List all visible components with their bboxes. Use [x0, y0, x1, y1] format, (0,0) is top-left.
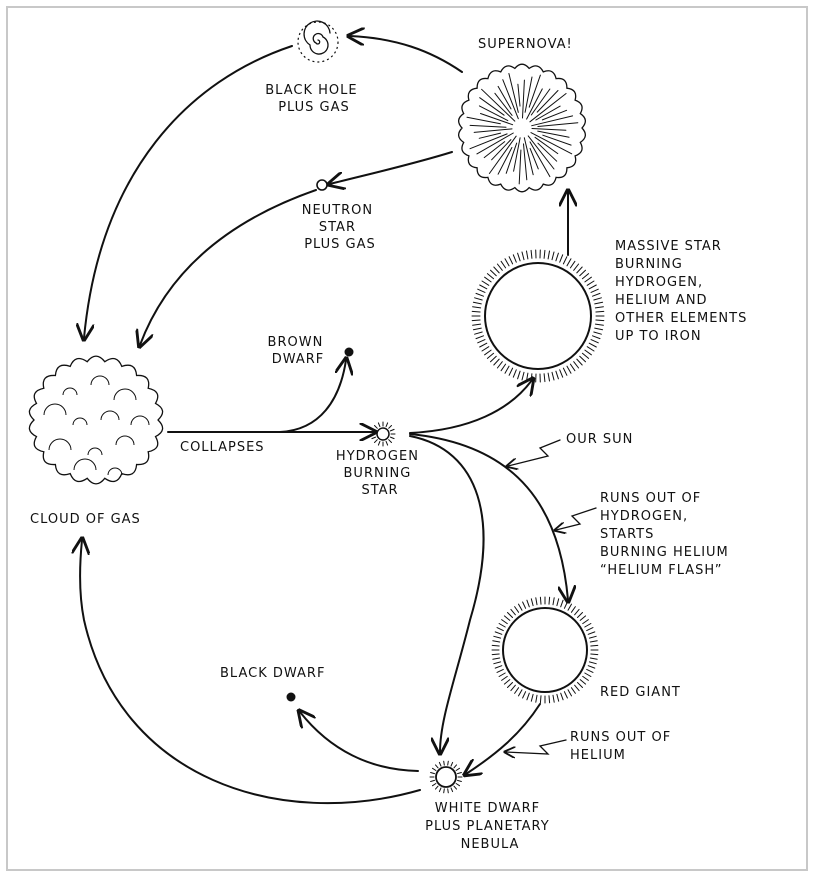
arrow-to-white-dwarf: [410, 436, 484, 752]
label-collapses: COLLAPSES: [180, 440, 265, 455]
arrow-to-brown-dwarf: [280, 360, 346, 432]
label-brown-dwarf: BROWN DWARF: [268, 335, 329, 367]
leader-runs-out-hydrogen: [556, 508, 596, 530]
label-white-dwarf: WHITE DWARF PLUS PLANETARY NEBULA: [425, 801, 555, 852]
arrow-white-dwarf-to-black-dwarf: [300, 712, 418, 771]
arrow-supernova-to-black-hole: [350, 36, 462, 72]
cloud-of-gas-icon: [29, 356, 162, 484]
label-supernova: SUPERNOVA!: [478, 37, 573, 52]
white-dwarf-icon: [430, 761, 462, 793]
hydrogen-burning-star-icon: [371, 422, 395, 446]
arrow-to-massive-star: [410, 380, 532, 433]
label-runs-out-hydrogen: RUNS OUT OF HYDROGEN, STARTS BURNING HEL…: [600, 491, 734, 578]
red-giant-icon: [492, 597, 598, 703]
label-cloud-of-gas: CLOUD OF GAS: [30, 512, 141, 527]
label-runs-out-helium: RUNS OUT OF HELIUM: [570, 730, 676, 763]
massive-star-icon: [472, 250, 604, 382]
brown-dwarf-dot-icon: [345, 348, 354, 357]
label-red-giant: RED GIANT: [600, 685, 681, 700]
arrow-black-hole-to-cloud: [84, 46, 292, 338]
leader-our-sun: [508, 440, 560, 466]
neutron-star-icon: [317, 180, 327, 190]
black-dwarf-dot-icon: [287, 693, 296, 702]
label-black-hole: BLACK HOLE PLUS GAS: [265, 83, 362, 115]
label-hydrogen-star: HYDROGEN BURNING STAR: [336, 449, 424, 498]
label-neutron-star: NEUTRON STAR PLUS GAS: [302, 203, 379, 252]
arrow-to-red-giant: [410, 434, 568, 600]
arrow-red-giant-to-white-dwarf: [466, 704, 540, 774]
supernova-burst-icon: [459, 64, 586, 192]
arrow-supernova-to-neutron-star: [330, 152, 452, 184]
label-massive-star: MASSIVE STAR BURNING HYDROGEN, HELIUM AN…: [615, 239, 753, 344]
label-black-dwarf: BLACK DWARF: [220, 666, 325, 681]
leader-runs-out-helium: [506, 740, 566, 754]
label-our-sun: OUR SUN: [566, 432, 633, 447]
black-hole-spiral-icon: [298, 21, 338, 62]
arrow-neutron-star-to-cloud: [140, 190, 316, 345]
